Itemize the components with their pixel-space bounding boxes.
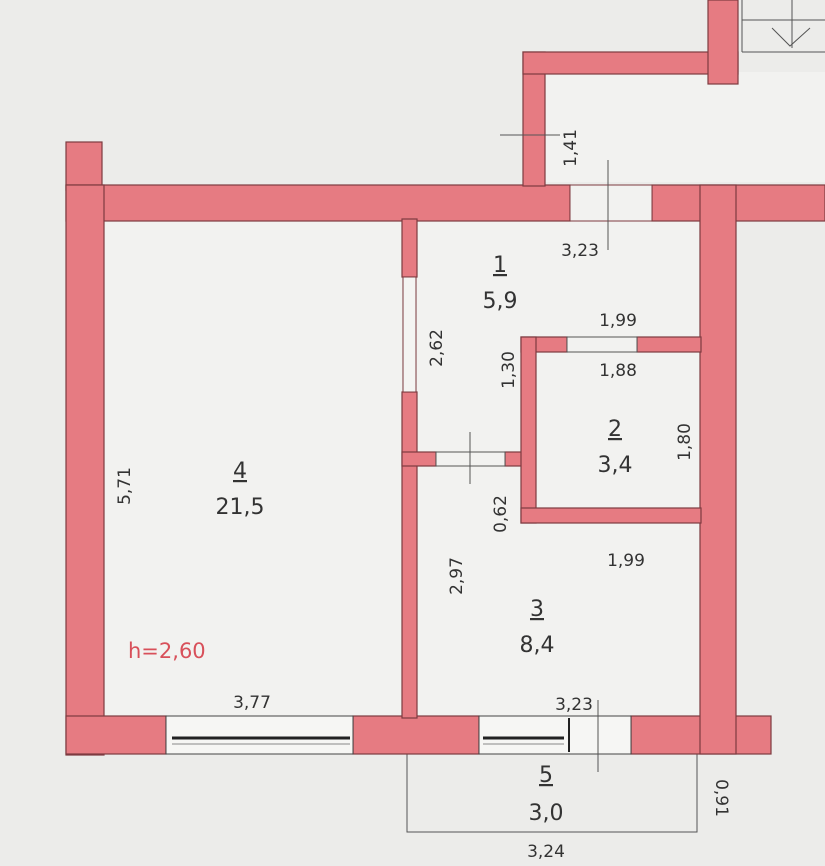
door-room1-room2 <box>566 336 638 353</box>
room-5-number: 5 <box>539 763 553 788</box>
wall-room2-left <box>520 336 537 524</box>
room-4-floor <box>104 220 402 716</box>
room-1-number: 1 <box>493 253 507 278</box>
dim-room4-width: 3,77 <box>233 693 271 713</box>
room-4-number: 4 <box>233 459 247 484</box>
entry-door <box>569 184 653 222</box>
dim-room3-width: 1,99 <box>607 551 645 571</box>
room-3-number: 3 <box>530 597 544 622</box>
dim-room1-width: 1,99 <box>599 311 637 331</box>
wall-partition-bottom <box>401 391 418 719</box>
dim-balcony-depth: 0,91 <box>711 779 731 817</box>
room-4-area: 21,5 <box>216 495 265 520</box>
room-3-area: 8,4 <box>520 633 555 658</box>
walls <box>65 0 825 756</box>
wall-entry-post <box>707 0 739 85</box>
wall-top-right <box>651 184 825 222</box>
wall-partition-top <box>401 218 418 278</box>
wall-right <box>699 184 737 755</box>
room-2-area: 3,4 <box>598 453 633 478</box>
entry-area-floor <box>545 72 825 182</box>
wall-bottom-1 <box>65 715 167 755</box>
wall-top <box>65 184 571 222</box>
wall-bottom-2 <box>352 715 480 755</box>
wall-left <box>65 184 105 756</box>
room-2-number: 2 <box>608 417 622 442</box>
dim-room2-width: 1,88 <box>599 361 637 381</box>
dim-balcony-width: 3,24 <box>527 842 565 862</box>
window-room4 <box>165 715 354 755</box>
ceiling-height-label: h=2,60 <box>128 639 206 663</box>
dim-room1-partition: 1,30 <box>499 351 519 389</box>
dim-room1-depth: 2,62 <box>427 329 447 367</box>
partition-opening <box>402 276 417 393</box>
wall-room2-top-right <box>636 336 702 353</box>
dim-room4-depth: 5,71 <box>115 467 135 505</box>
door-room1-room3 <box>435 432 506 484</box>
wall-corner-top-left <box>65 141 103 191</box>
wall-mid-left <box>401 451 437 467</box>
balcony-outline <box>406 752 698 833</box>
dim-room2-depth: 1,80 <box>675 423 695 461</box>
dim-room3-bottom: 3,23 <box>555 695 593 715</box>
wall-room2-bottom <box>520 507 702 524</box>
dim-room3-gap: 0,62 <box>491 495 511 533</box>
dim-entry-depth: 1,41 <box>561 129 581 167</box>
room-1-area: 5,9 <box>483 289 518 314</box>
wall-entry-top <box>522 51 739 75</box>
dim-room3-depth: 2,97 <box>447 557 467 595</box>
window-room3 <box>478 700 632 772</box>
dim-entry-width: 3,23 <box>561 241 599 261</box>
staircase <box>741 0 825 53</box>
room-5-area: 3,0 <box>529 801 564 826</box>
